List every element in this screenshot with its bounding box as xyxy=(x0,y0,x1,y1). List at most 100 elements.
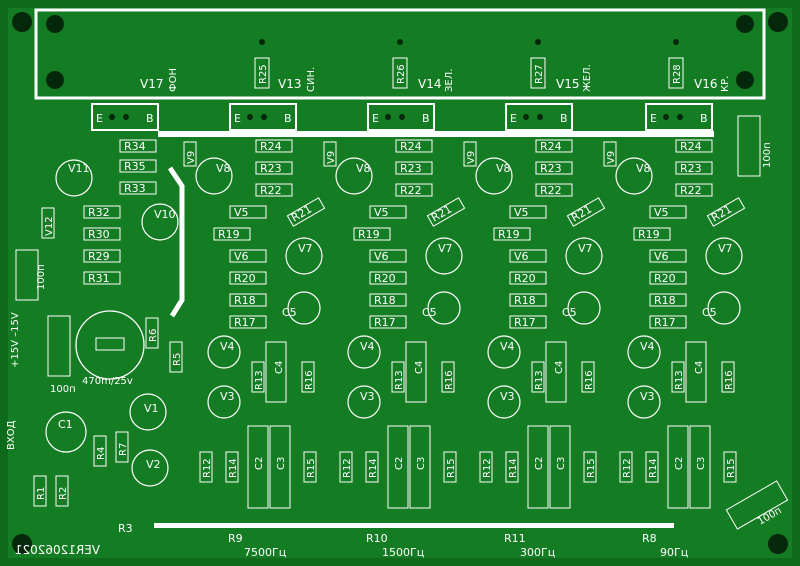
top-resistor-label: R26 xyxy=(396,64,407,84)
connector-label: V16 xyxy=(694,77,717,91)
v6-diode xyxy=(229,249,267,263)
resistor-label: R18 xyxy=(654,294,676,307)
header-pin-e: E xyxy=(234,112,241,125)
v4-transistor xyxy=(487,335,521,369)
r2-body xyxy=(55,475,69,507)
r4-label: R4 xyxy=(96,447,107,460)
v11-transistor xyxy=(55,159,93,197)
r33-body xyxy=(119,181,157,195)
resistor-label: R18 xyxy=(234,294,256,307)
v4-label: V4 xyxy=(220,340,235,353)
c4-label: C4 xyxy=(274,361,285,374)
v8-transistor xyxy=(615,157,653,195)
r15-label: R15 xyxy=(446,458,457,478)
resistor-label: R17 xyxy=(654,316,676,329)
bottom-resistor-label: R9 xyxy=(228,532,243,545)
c5-label: C5 xyxy=(702,306,717,319)
v8-transistor xyxy=(475,157,513,195)
v7-transistor xyxy=(285,237,323,275)
v2-transistor xyxy=(131,449,169,487)
v10-transistor xyxy=(141,203,179,241)
resistor-label: R17 xyxy=(374,316,396,329)
r4-body xyxy=(93,435,107,467)
power-label: +15V –15V xyxy=(10,312,21,368)
top-resistor-body xyxy=(254,57,270,89)
v2-label: V2 xyxy=(146,458,161,471)
c3-cap xyxy=(549,425,571,509)
bottom-resistor-label: R8 xyxy=(642,532,657,545)
r14-body xyxy=(365,451,379,483)
pad xyxy=(399,114,405,120)
resistor-label: R22 xyxy=(540,184,562,197)
pad xyxy=(385,114,391,120)
cap-100n-bottom xyxy=(47,315,71,377)
v4-label: V4 xyxy=(500,340,515,353)
r19-body xyxy=(353,227,391,241)
r15-body xyxy=(443,451,457,483)
resistor-body xyxy=(675,139,713,153)
r19-label: R19 xyxy=(638,228,660,241)
resistor-label: R22 xyxy=(680,184,702,197)
r19-label: R19 xyxy=(498,228,520,241)
v7-label: V7 xyxy=(298,242,313,255)
v6-label: V6 xyxy=(374,250,389,263)
v7-transistor xyxy=(705,237,743,275)
resistor-label: R24 xyxy=(680,140,702,153)
c1-cap xyxy=(45,411,87,453)
r19-body xyxy=(213,227,251,241)
v9-diode xyxy=(463,141,477,167)
resistor-body xyxy=(395,183,433,197)
cap-100n-left xyxy=(15,249,39,301)
resistor-body xyxy=(369,293,407,307)
c3-label: C3 xyxy=(696,457,707,470)
v8-label: V8 xyxy=(216,162,231,175)
left-block: R34 R35 R33 R32 R30 R29 R31 V11 V10 V12 … xyxy=(6,139,185,557)
resistor-body xyxy=(229,315,267,329)
c2-label: C2 xyxy=(534,457,545,470)
r34-body xyxy=(119,139,157,153)
resistor-label: R23 xyxy=(400,162,422,175)
connector-frame xyxy=(34,8,766,100)
r16-label: R16 xyxy=(304,370,315,390)
v5-label: V5 xyxy=(234,206,249,219)
c2-cap xyxy=(527,425,549,509)
header-pin-b: B xyxy=(422,112,430,125)
c4-cap xyxy=(685,341,707,403)
top-resistor-label: R25 xyxy=(258,64,269,84)
v8-label: V8 xyxy=(356,162,371,175)
v3-transistor xyxy=(627,385,661,419)
resistor-body xyxy=(675,183,713,197)
c3-cap xyxy=(269,425,291,509)
r13-label: R13 xyxy=(254,370,265,390)
resistor-body xyxy=(229,293,267,307)
r6-body xyxy=(145,317,159,349)
v5-label: V5 xyxy=(654,206,669,219)
r16-body xyxy=(441,361,455,393)
v3-transistor xyxy=(487,385,521,419)
v3-label: V3 xyxy=(500,390,515,403)
r21-body xyxy=(426,197,466,227)
r32-body xyxy=(83,205,121,219)
v8-transistor xyxy=(335,157,373,195)
header-pin-e: E xyxy=(372,112,379,125)
c4-label: C4 xyxy=(554,361,565,374)
resistor-body xyxy=(229,271,267,285)
pad xyxy=(523,114,529,120)
r16-label: R16 xyxy=(584,370,595,390)
r31-label: R31 xyxy=(88,272,110,285)
input-label: ВХОД xyxy=(6,420,17,450)
resistor-body xyxy=(509,293,547,307)
connector-label: V17 xyxy=(140,77,163,91)
r14-label: R14 xyxy=(368,458,379,478)
pad xyxy=(247,114,253,120)
r13-label: R13 xyxy=(394,370,405,390)
r19-label: R19 xyxy=(218,228,240,241)
c2-cap xyxy=(667,425,689,509)
v9-diode xyxy=(323,141,337,167)
v8-label: V8 xyxy=(496,162,511,175)
resistor-body xyxy=(649,315,687,329)
v4-transistor xyxy=(347,335,381,369)
